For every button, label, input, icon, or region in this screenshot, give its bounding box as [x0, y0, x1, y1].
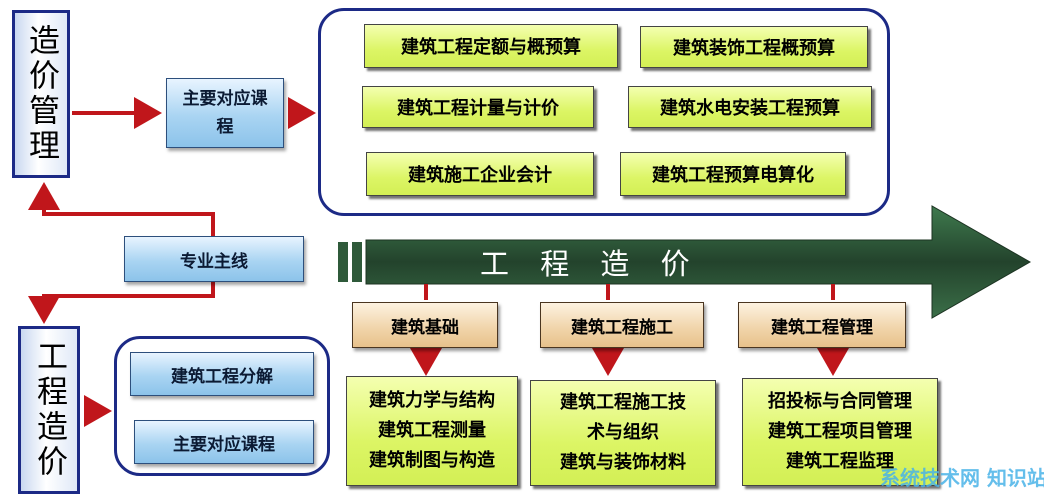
course-item: 建筑工程计量与计价 [362, 86, 594, 128]
branch-detail-management: 招投标与合同管理 建筑工程项目管理 建筑工程监理 [742, 378, 938, 486]
course-item: 建筑水电安装工程预算 [628, 86, 872, 128]
bottom-main-course-button: 主要对应课程 [134, 420, 314, 464]
main-course-button: 主要对应课程 [166, 78, 284, 148]
major-line-label: 专业主线 [180, 251, 248, 272]
branch-detail-foundation: 建筑力学与结构 建筑工程测量 建筑制图与构造 [346, 376, 518, 486]
engineering-cost-box: 工程造价 [18, 326, 80, 494]
big-arrow [338, 205, 1032, 319]
cost-management-box: 造价管理 [12, 10, 70, 178]
branch-title-construction: 建筑工程施工 [540, 302, 704, 348]
course-item: 建筑工程定额与概预算 [364, 24, 618, 68]
cost-management-label: 造价管理 [23, 24, 59, 164]
branch-title-management: 建筑工程管理 [738, 302, 906, 348]
branch-title-foundation: 建筑基础 [352, 302, 498, 348]
main-course-label: 主要对应课程 [182, 89, 268, 137]
arrow-major-to-cost-management [28, 182, 215, 236]
big-arrow-title: 工 程 造 价 [480, 247, 690, 281]
watermark: 系统技术网 知识站 [880, 466, 1044, 490]
course-item: 建筑工程预算电算化 [620, 152, 846, 196]
engineering-cost-label: 工程造价 [31, 340, 67, 480]
branch-detail-construction: 建筑工程施工技 术与组织 建筑与装饰材料 [530, 380, 716, 486]
arrow-major-to-engineering-cost [28, 282, 215, 324]
breakdown-button: 建筑工程分解 [130, 352, 314, 396]
course-item: 建筑装饰工程概预算 [640, 26, 868, 68]
major-line-button: 专业主线 [124, 236, 304, 282]
course-item: 建筑施工企业会计 [366, 152, 594, 196]
